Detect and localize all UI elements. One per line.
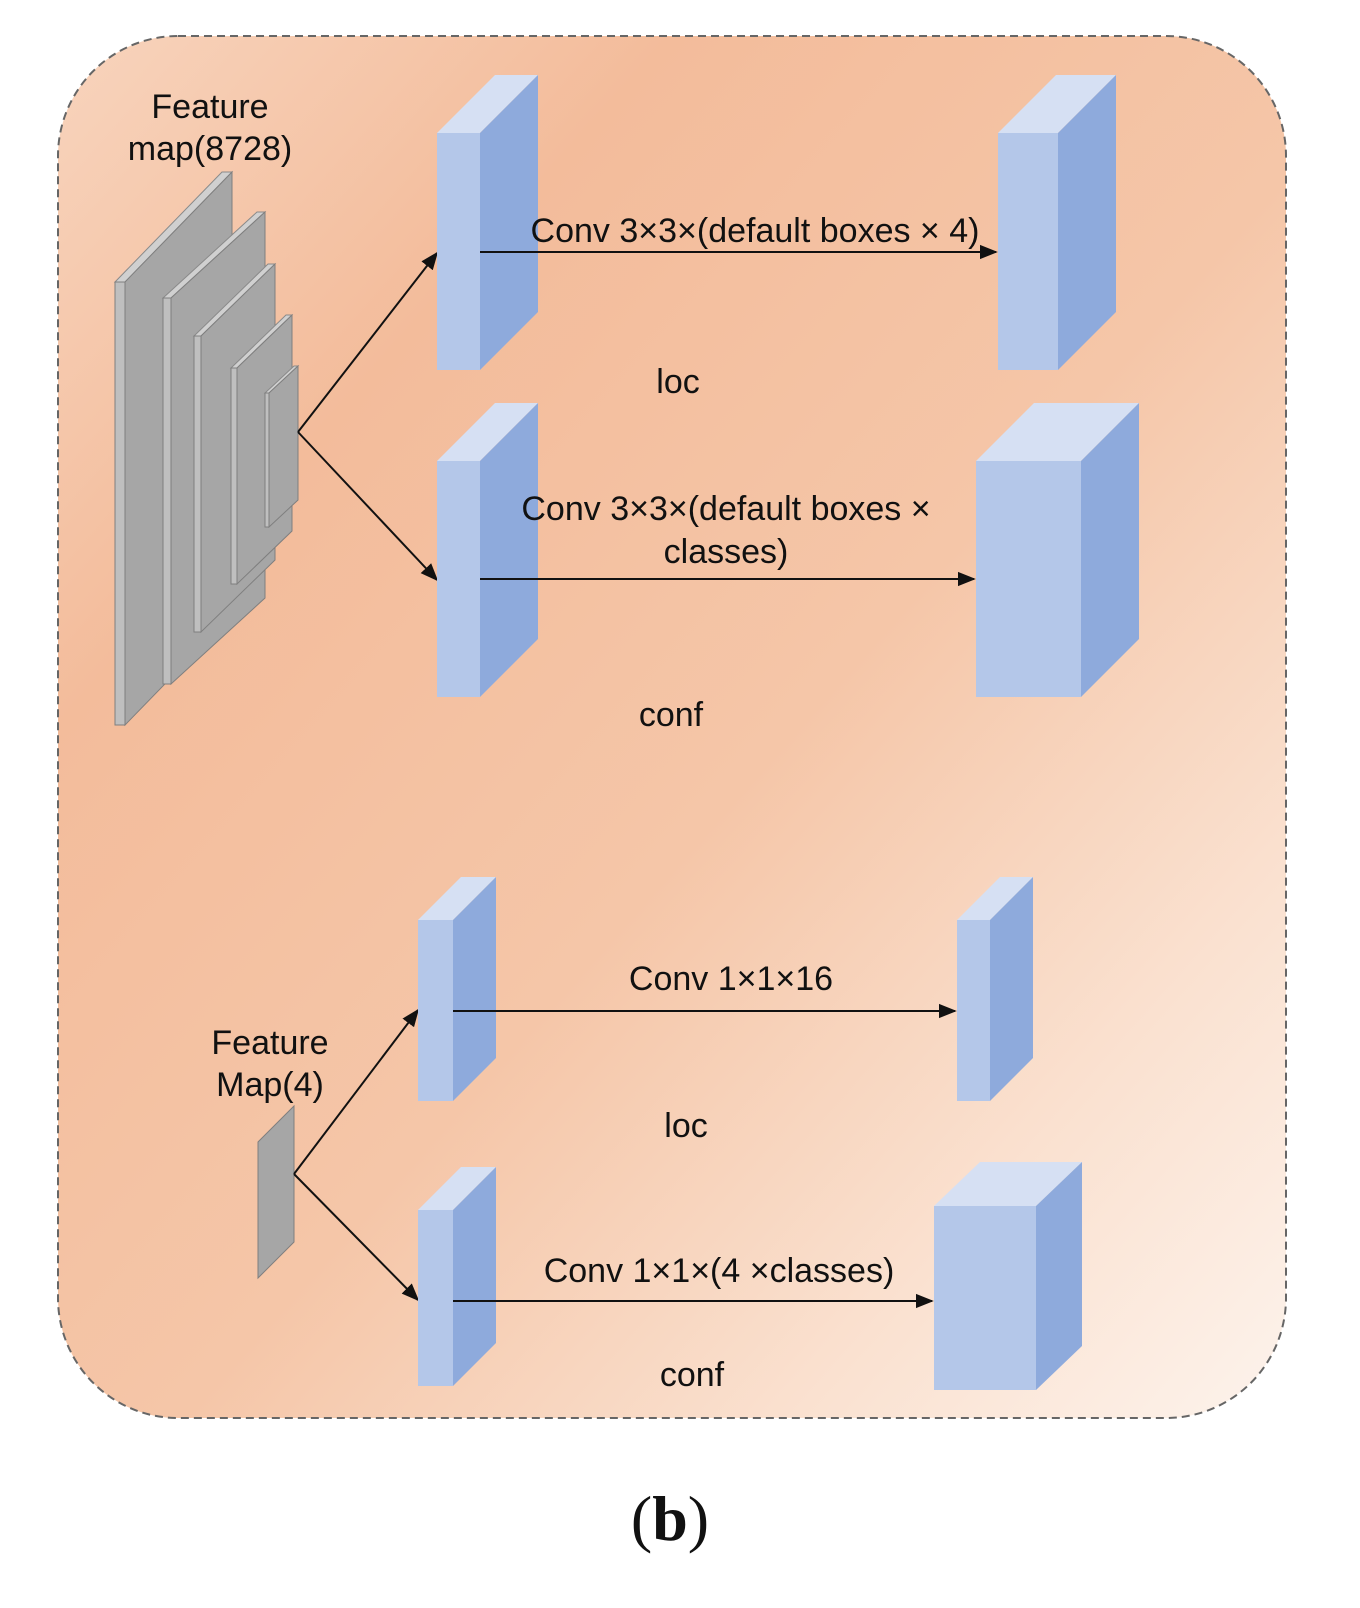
conv-block-top-conf-output [976, 403, 1139, 697]
branch-label-bottom-conf: conf [660, 1356, 725, 1394]
branch-arrow-bottom-conf [293, 1173, 420, 1302]
branch-label-bottom-loc: loc [664, 1107, 707, 1145]
conv-block-top-loc-input [437, 75, 538, 370]
feature-map-small [257, 1104, 295, 1280]
branch-arrow-top-conf [297, 431, 439, 582]
branch-arrow-bottom-loc [293, 1008, 420, 1175]
conv-block-top-loc-output [998, 75, 1116, 370]
conv-label-top-loc: Conv 3×3×(default boxes × 4) [531, 212, 980, 250]
conv-label-top-conf-line2: classes) [664, 533, 789, 571]
feature-map-small-label-line1: Feature [211, 1024, 328, 1062]
conv-block-bottom-conf-output [934, 1162, 1082, 1390]
branch-label-top-conf: conf [639, 696, 704, 734]
caption-letter: b [652, 1483, 688, 1554]
feature-map-stack-large [113, 170, 300, 727]
feature-map-large-label-line2: map(8728) [128, 130, 292, 168]
branch-label-top-loc: loc [656, 363, 699, 401]
branch-arrow-top-loc [297, 251, 439, 433]
conv-block-bottom-conf-input [418, 1167, 496, 1386]
feature-map-large-label-line1: Feature [151, 88, 268, 126]
feature-slab [263, 364, 300, 529]
conv-label-bottom-loc: Conv 1×1×16 [629, 960, 833, 998]
caption-open-paren: ( [631, 1483, 652, 1554]
conv-label-top-conf-line1: Conv 3×3×(default boxes × [521, 490, 930, 528]
conv-label-bottom-conf: Conv 1×1×(4 ×classes) [544, 1252, 895, 1290]
caption-close-paren: ) [688, 1483, 709, 1554]
figure-caption: (b) [631, 1483, 709, 1554]
conv-block-top-conf-input [437, 403, 538, 697]
conv-block-bottom-loc-input [418, 877, 496, 1101]
feature-map-small-label-line2: Map(4) [216, 1066, 324, 1104]
conv-block-bottom-loc-output [957, 877, 1033, 1101]
